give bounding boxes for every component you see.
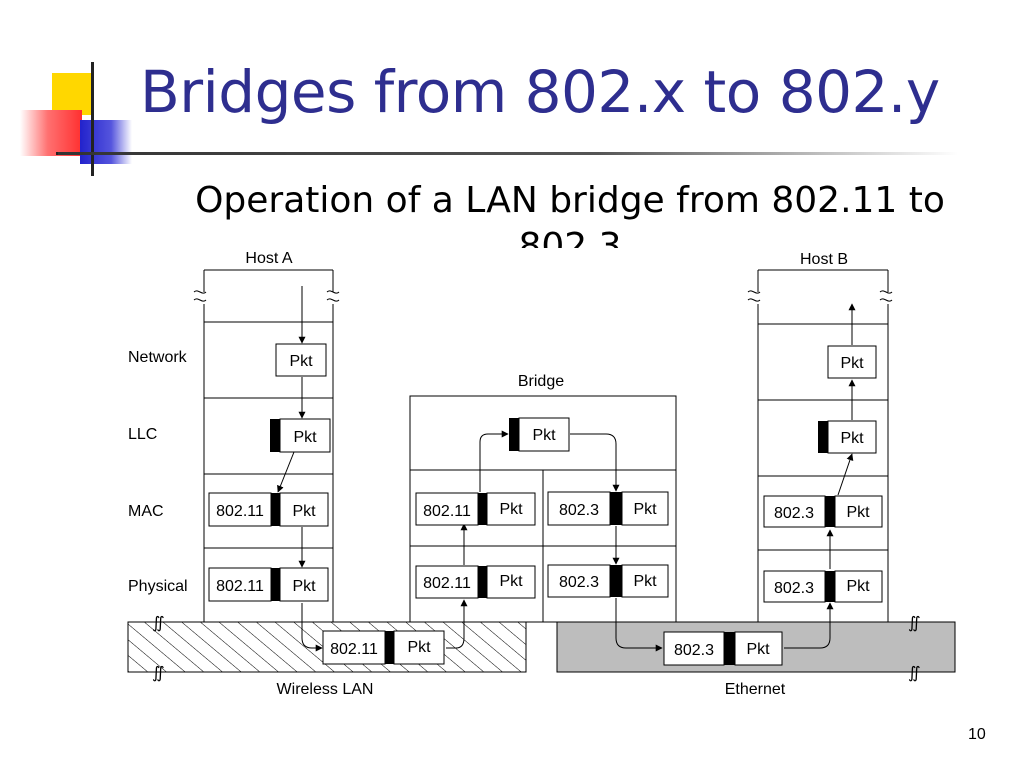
svg-text:802.11: 802.11	[216, 503, 264, 520]
slide-logo	[0, 0, 140, 180]
frame-host-a-mac: 802.11 Pkt	[208, 492, 329, 527]
svg-text:802.3: 802.3	[774, 580, 814, 597]
ethernet-label: Ethernet	[725, 681, 786, 698]
svg-text:802.3: 802.3	[559, 574, 599, 591]
svg-text:Pkt: Pkt	[292, 578, 316, 595]
packet-host-a-network: Pkt	[275, 343, 327, 377]
logo-red-square	[20, 110, 82, 156]
frame-host-b-physical: 802.3 Pkt	[763, 570, 883, 603]
svg-text:Pkt: Pkt	[633, 573, 657, 590]
svg-text:Pkt: Pkt	[532, 427, 556, 444]
break-mark: ∬	[908, 615, 921, 632]
layer-label-physical: Physical	[128, 578, 188, 595]
frame-ethernet: 802.3 Pkt	[663, 631, 783, 666]
break-mark: ∬	[152, 665, 165, 682]
layer-label-mac: MAC	[128, 503, 164, 520]
svg-text:802.11: 802.11	[423, 575, 471, 592]
title-underline	[58, 152, 958, 155]
frame-bridge-mac-8023: 802.3 Pkt	[547, 491, 669, 526]
svg-text:Pkt: Pkt	[846, 578, 870, 595]
svg-text:802.11: 802.11	[423, 503, 471, 520]
svg-text:Pkt: Pkt	[407, 639, 431, 656]
host-a-label: Host A	[245, 250, 292, 267]
layer-label-llc: LLC	[128, 426, 157, 443]
page-number: 10	[968, 726, 986, 743]
subtitle-container: Operation of a LAN bridge from 802.11 to…	[160, 178, 980, 248]
host-b-break-marks	[747, 290, 893, 302]
svg-text:802.3: 802.3	[559, 502, 599, 519]
frame-host-a-physical: 802.11 Pkt	[208, 567, 329, 602]
packet-host-b-network: Pkt	[827, 345, 877, 379]
bridge-label: Bridge	[518, 373, 564, 390]
svg-text:Pkt: Pkt	[840, 430, 864, 447]
svg-text:Pkt: Pkt	[293, 429, 317, 446]
svg-text:Pkt: Pkt	[289, 353, 313, 370]
wireless-lan-label: Wireless LAN	[277, 681, 374, 698]
logo-blue-square	[80, 120, 132, 164]
frame-bridge-physical-8023: 802.3 Pkt	[547, 564, 669, 598]
frame-bridge-mac-80211: 802.11 Pkt	[415, 492, 536, 526]
packet-flow-arrows	[277, 286, 856, 652]
packet-bridge-llc: Pkt	[509, 417, 570, 452]
svg-text:802.11: 802.11	[216, 578, 264, 595]
svg-text:802.11: 802.11	[330, 641, 378, 658]
layer-label-network: Network	[128, 349, 188, 366]
host-b-label: Host B	[800, 251, 848, 268]
host-a-stack	[203, 269, 334, 622]
host-a-break-marks	[193, 290, 340, 302]
subtitle-clip-mask	[190, 248, 950, 262]
slide-subtitle: Operation of a LAN bridge from 802.11 to…	[195, 180, 945, 248]
frame-host-b-mac: 802.3 Pkt	[763, 495, 883, 528]
svg-text:Pkt: Pkt	[633, 501, 657, 518]
packet-host-b-llc: Pkt	[818, 420, 877, 454]
host-b-stack	[757, 269, 889, 622]
bridge-stack	[409, 395, 677, 623]
svg-text:802.3: 802.3	[674, 642, 714, 659]
logo-yellow-square	[52, 73, 94, 115]
svg-text:Pkt: Pkt	[499, 501, 523, 518]
break-mark: ∬	[908, 665, 921, 682]
packet-host-a-llc: Pkt	[270, 418, 331, 453]
slide-title: Bridges from 802.x to 802.y	[140, 58, 940, 126]
frame-wireless-lan: 802.11 Pkt	[322, 630, 445, 665]
logo-vertical-line	[91, 62, 94, 176]
svg-text:Pkt: Pkt	[846, 504, 870, 521]
svg-text:802.3: 802.3	[774, 505, 814, 522]
svg-text:Pkt: Pkt	[292, 503, 316, 520]
svg-text:Pkt: Pkt	[840, 355, 864, 372]
break-mark: ∬	[152, 615, 165, 632]
frame-bridge-physical-80211: 802.11 Pkt	[415, 565, 536, 599]
svg-text:Pkt: Pkt	[746, 641, 770, 658]
svg-text:Pkt: Pkt	[499, 573, 523, 590]
